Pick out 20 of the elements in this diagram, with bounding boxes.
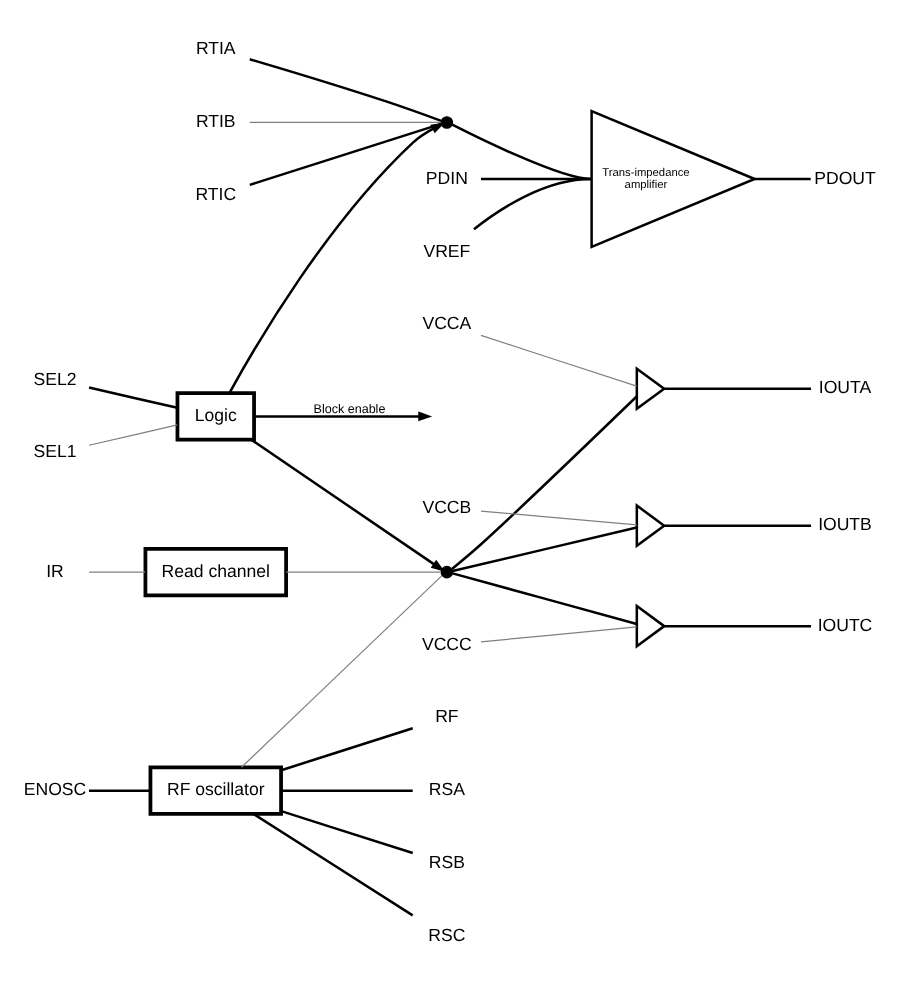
node-text: RF (435, 706, 459, 727)
node-text: RTIC (195, 183, 237, 204)
node-text: IOUTA (818, 377, 872, 398)
node-text: RSB (428, 852, 465, 873)
node-text: VCCB (422, 496, 472, 517)
node-text: VREF (423, 240, 471, 261)
node-text: VCCA (422, 313, 472, 334)
node-text: SEL2 (33, 368, 77, 389)
node-text: IR (46, 560, 64, 581)
node-text: VCCC (421, 633, 472, 654)
node-text: RSC (428, 925, 466, 946)
node-text: SEL1 (33, 441, 77, 462)
node-text: RSA (428, 779, 465, 800)
node-text: PDIN (425, 167, 468, 188)
node-text: RTIB (195, 111, 236, 132)
node-text: PDOUT (814, 167, 876, 188)
node-text: IOUTB (818, 514, 872, 535)
node-text: ENOSC (23, 779, 87, 800)
node-text: IOUTC (817, 614, 873, 635)
node-text: RTIA (195, 38, 236, 59)
